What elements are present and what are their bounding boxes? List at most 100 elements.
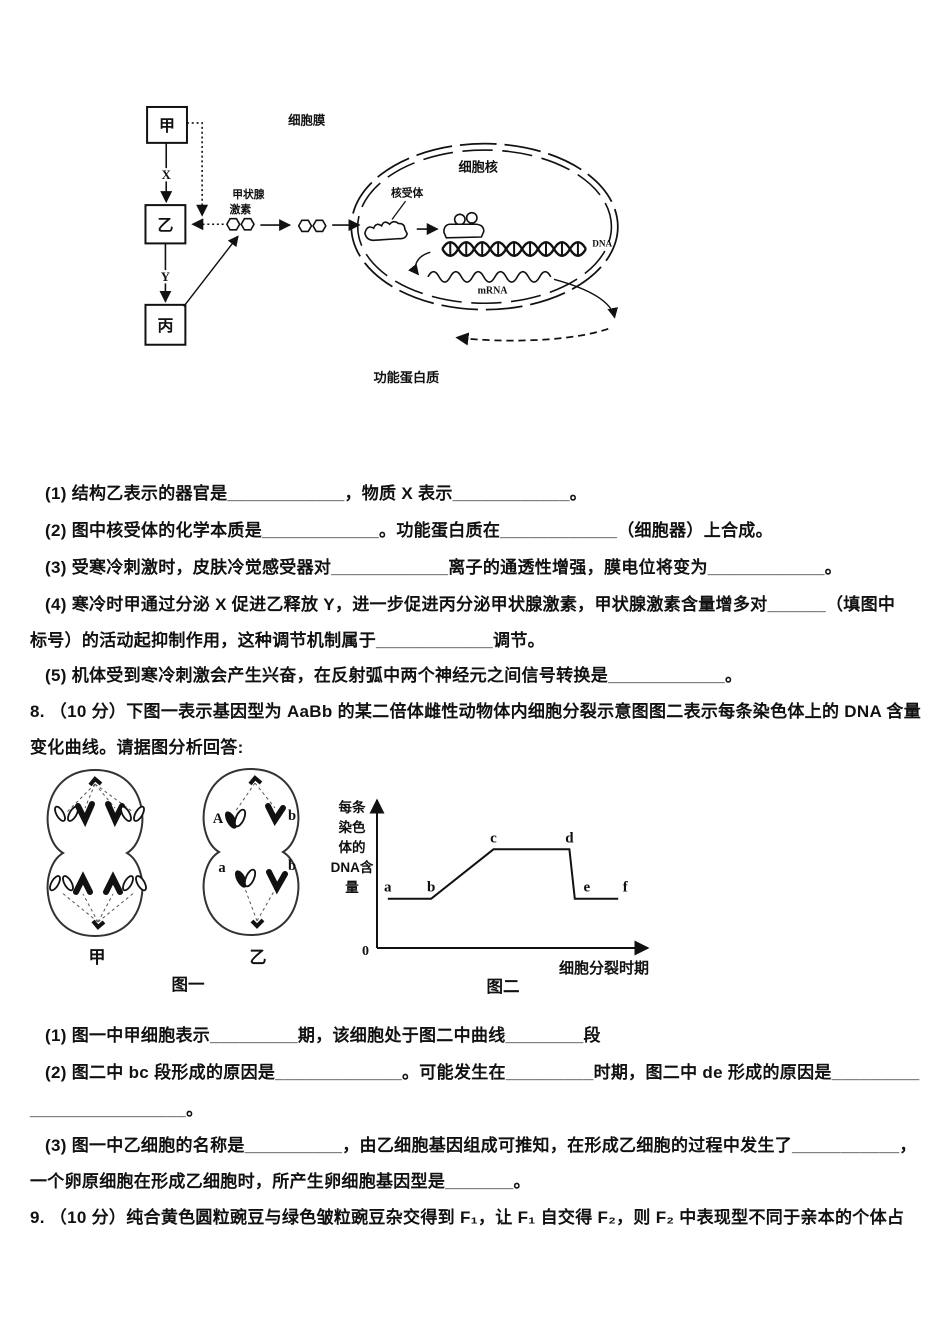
spindle-pole-icon (91, 919, 106, 930)
hormone-molecule-icon (297, 219, 313, 233)
dna-label: DNA (592, 239, 612, 249)
q8-part-3-cont: 一个卵原细胞在形成乙细胞时，所产生卵细胞基因型是_______。 (30, 1172, 531, 1191)
chromosome (133, 805, 145, 822)
arrow-transcription (408, 251, 431, 276)
spindle-line (94, 783, 116, 809)
substance-y-label: Y (161, 270, 170, 284)
nuclear-receptor-label: 核受体 (391, 186, 424, 199)
chart-xlabel: 细胞分裂时期 (559, 959, 649, 977)
dna-helix-strand (441, 241, 587, 257)
cell-yi-caption: 乙 (250, 948, 267, 967)
chromosome (135, 875, 147, 892)
spindle-pole-icon (248, 775, 263, 786)
chromosome (120, 805, 132, 822)
mrna-label: mRNA (478, 286, 509, 297)
hormone-molecule-icon (240, 217, 255, 231)
spindle-line (82, 893, 99, 923)
chart-origin-label: 0 (362, 944, 369, 959)
chart-ylabel-line: 每条 (339, 799, 366, 815)
box-bing-label: 丙 (157, 317, 173, 335)
spindle-line (66, 783, 96, 813)
spindle-pole-icon (250, 918, 265, 929)
q7-part-3: (3) 受寒冷刺激时，皮肤冷觉感受器对____________离子的通透性增强，… (45, 558, 843, 577)
q8-part-1: (1) 图一中甲细胞表示_________期，该细胞处于图二中曲线_______… (45, 1026, 601, 1045)
q9-stem: 9. （10 分）纯合黄色圆粒豌豆与绿色皱粒豌豆杂交得到 F₁，让 F₁ 自交得… (30, 1208, 905, 1227)
q8-part-3: (3) 图一中乙细胞的名称是__________，由乙细胞基因组成可推知，在形成… (45, 1136, 917, 1155)
curve-point-label-c: c (490, 830, 497, 846)
spindle-line (84, 783, 96, 809)
chromosome (234, 870, 248, 888)
mrna-wave (427, 270, 552, 283)
receptor-complex-shape (443, 223, 485, 239)
thyroid-regulation-diagram: 甲 乙 丙 X Y 甲状腺 激素 细胞膜 细胞核 核受体 (144, 105, 619, 385)
bound-hormone-icon (453, 213, 466, 226)
cell-jia: 甲 (46, 768, 147, 967)
functional-protein-label: 功能蛋白质 (373, 369, 439, 385)
figure2-caption: 图二 (487, 977, 520, 996)
chromosome (122, 875, 134, 892)
chromosome (103, 871, 123, 895)
figure-row: 甲 A b a b 乙 图一 0 (46, 767, 650, 996)
chart-ylabel-line: DNA含 (331, 859, 374, 875)
curve-point-label-d: d (565, 830, 574, 846)
gene-label-a: a (218, 860, 226, 876)
chart-ylabel-line: 量 (345, 880, 359, 895)
bound-hormone-icon (465, 211, 478, 224)
curve-point-label-e: e (583, 880, 590, 896)
gene-label-A: A (213, 811, 224, 827)
box-yi-label: 乙 (157, 218, 173, 235)
q8-stem-line2: 变化曲线。请据图分析回答: (30, 738, 244, 757)
chromosome (224, 811, 238, 829)
thyroid-hormone-label-1: 甲状腺 (232, 188, 265, 201)
cell-yi-outline (202, 767, 300, 937)
curve-point-label-b: b (427, 880, 435, 896)
figure1-caption: 图一 (172, 975, 206, 994)
box-jia-label: 甲 (159, 117, 175, 135)
spindle-line (94, 783, 134, 813)
spindle-line (97, 893, 114, 923)
dna-content-curve (387, 848, 619, 900)
cell-membrane-label: 细胞膜 (288, 113, 326, 128)
spindle-line (60, 891, 99, 923)
spindle-line (243, 885, 258, 922)
q8-part-2-cont: ________________。 (30, 1100, 204, 1119)
arrow-mrna-export (553, 278, 618, 319)
dna-helix-strand (441, 241, 587, 257)
chromosome (62, 875, 74, 892)
spindle-line (97, 891, 136, 923)
thyroid-hormone-label-2: 激素 (230, 203, 252, 216)
nuclear-receptor-shape (364, 220, 409, 242)
chart-ylabel-line: 体的 (339, 839, 366, 855)
chromosome (73, 871, 93, 895)
line-bing-secretes-hormone (183, 235, 239, 307)
q7-part-2: (2) 图中核受体的化学本质是____________。功能蛋白质在______… (45, 521, 773, 540)
arrow-translation-dashed (455, 327, 609, 346)
chromosome (54, 805, 66, 822)
spindle-line (254, 782, 276, 809)
gene-label-b-bottom: b (288, 858, 296, 874)
dna-double-helix (441, 241, 587, 257)
nuclear-receptor-pointer-line (391, 200, 407, 220)
chromosome (233, 808, 247, 828)
chromosome (266, 869, 288, 895)
spindle-pole-icon (88, 776, 103, 787)
q7-part-1: (1) 结构乙表示的器官是____________，物质 X 表示_______… (45, 484, 587, 503)
hormone-molecule-icon (312, 219, 327, 233)
chromosome (243, 868, 257, 888)
nuclear-envelope-inner (356, 149, 613, 305)
substance-x-label: X (162, 168, 172, 182)
chart-ylabel-line: 染色 (339, 819, 366, 835)
chromosome (49, 875, 61, 892)
nucleus-label: 细胞核 (458, 159, 498, 175)
feedback-dotted-line-to-jia (186, 122, 209, 217)
q8-part-2: (2) 图二中 bc 段形成的原因是_____________。可能发生在___… (45, 1063, 920, 1082)
cell-jia-caption: 甲 (89, 948, 106, 967)
chromosome (105, 801, 125, 828)
nuclear-envelope-outer (350, 142, 619, 311)
chromosome (75, 801, 95, 828)
hormone-molecule-icon (225, 217, 241, 231)
chromosome (265, 803, 286, 826)
